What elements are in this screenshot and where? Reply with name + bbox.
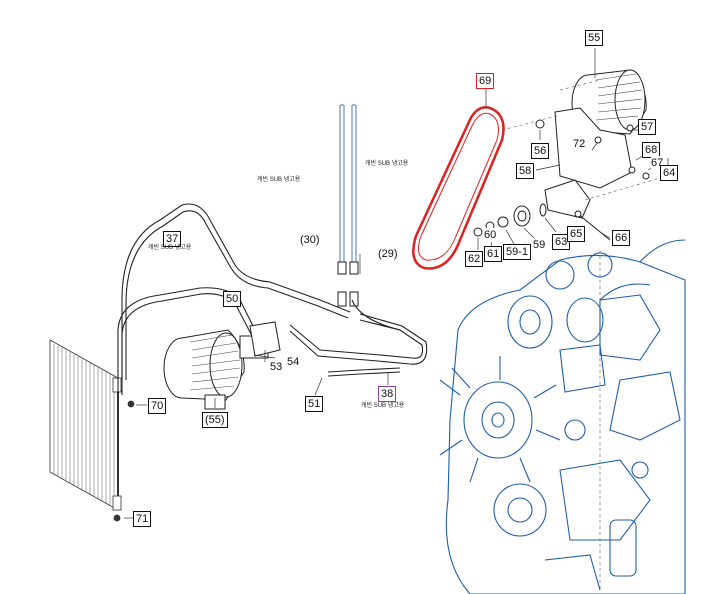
callout-61[interactable]: 61	[484, 246, 503, 262]
compressor-left	[163, 321, 281, 410]
callout-29[interactable]: (29)	[378, 247, 398, 261]
callout-51[interactable]: 51	[305, 396, 324, 412]
note-hose-b: 캐빈 SUB 냉고용	[365, 161, 409, 167]
callout-60[interactable]: 60	[484, 228, 497, 242]
callout-54[interactable]: 54	[287, 355, 300, 369]
callout-70[interactable]: 70	[148, 398, 167, 414]
callout-50[interactable]: 50	[223, 291, 242, 307]
callout-59[interactable]: 59	[533, 238, 546, 252]
callout-71[interactable]: 71	[133, 511, 152, 527]
callout-59-1[interactable]: 59-1	[503, 244, 532, 260]
drive-belt	[412, 106, 505, 270]
callout-55[interactable]: 55	[585, 30, 604, 46]
callout-68[interactable]: 68	[642, 142, 661, 158]
hose-lines	[117, 203, 428, 395]
note-hose-c: 캐빈 SUB 냉고용	[148, 245, 192, 251]
callout-53[interactable]: 53	[270, 360, 283, 374]
callout-58[interactable]: 58	[516, 163, 535, 179]
engine-assembly	[439, 239, 686, 594]
callout-57[interactable]: 57	[638, 119, 657, 135]
callout-69[interactable]: 69	[476, 73, 495, 89]
callout-72[interactable]: 72	[573, 137, 586, 151]
callout-56[interactable]: 56	[531, 143, 550, 159]
callout-65[interactable]: 65	[567, 226, 586, 242]
note-hose-a: 캐빈 SUB 냉고용	[257, 177, 301, 183]
callout-66[interactable]: 66	[612, 230, 631, 246]
callout-37[interactable]: 37	[163, 231, 182, 247]
callout-30[interactable]: (30)	[300, 233, 320, 247]
pipes-29-30	[337, 104, 359, 307]
callout-62[interactable]: 62	[465, 251, 484, 267]
condenser	[49, 339, 135, 522]
callout-38[interactable]: 38	[378, 386, 397, 402]
callout-63[interactable]: 63	[552, 234, 571, 250]
callout-64[interactable]: 64	[660, 165, 679, 181]
note-hose-d: 캐빈 SUB 냉고용	[361, 403, 405, 409]
idler-parts	[473, 203, 611, 241]
compressor-right	[535, 69, 650, 219]
callout-55-paren[interactable]: (55)	[202, 412, 228, 428]
